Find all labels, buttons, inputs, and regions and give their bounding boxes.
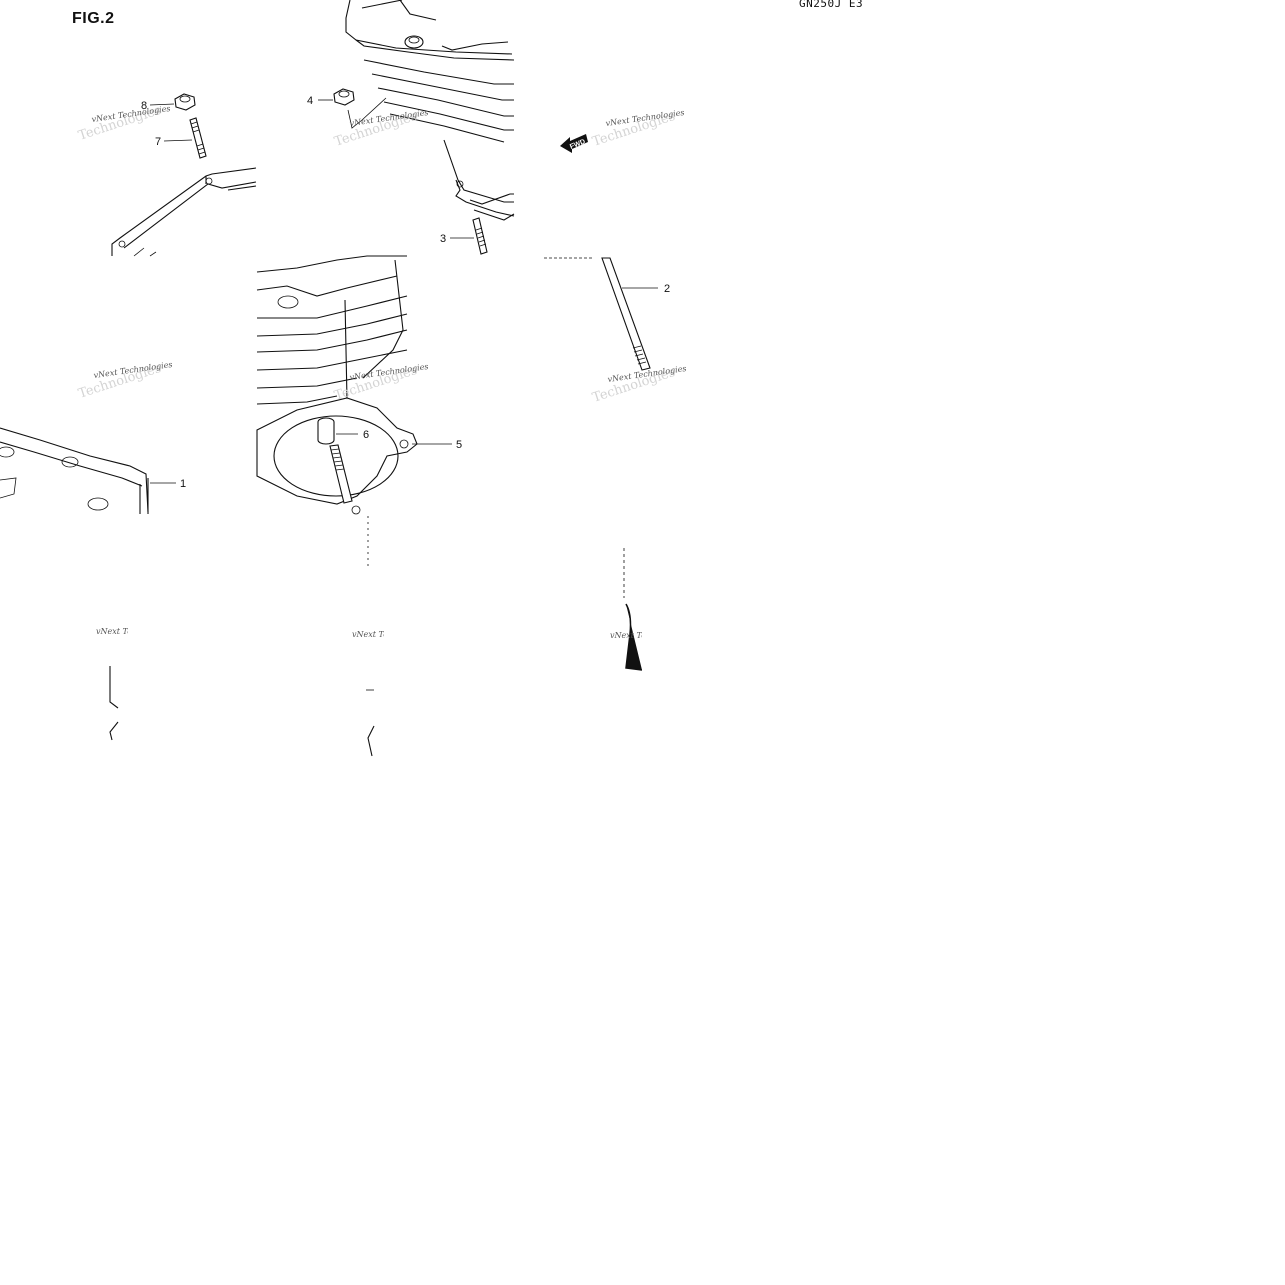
- dowel-pin-icon: [317, 417, 335, 445]
- cylinder-icon: [111, 167, 257, 257]
- long-stud-icon: [601, 257, 651, 371]
- callout-6: 6: [363, 429, 369, 441]
- callout-3: 3: [440, 233, 446, 245]
- stud-bolt-icon: [329, 444, 353, 504]
- callout-8: 8: [141, 100, 147, 112]
- svg-text:vNext Technologies: vNext Technologies: [610, 631, 689, 640]
- svg-text:vNext Technologies: vNext Technologies: [96, 627, 175, 636]
- callout-5: 5: [456, 439, 462, 451]
- leader-line-7: [163, 139, 193, 142]
- stud-bolt-icon: [189, 117, 207, 159]
- callout-1: 1: [180, 478, 186, 490]
- stud-bolt-icon: [472, 217, 488, 255]
- cylinder-icon: [345, 0, 515, 221]
- figure-label: FIG.2: [72, 10, 115, 27]
- nut-icon: [174, 93, 196, 111]
- callout-7: 7: [155, 136, 161, 148]
- svg-text:vNext Technologies: vNext Technologies: [352, 630, 431, 639]
- callout-4: 4: [307, 95, 313, 107]
- watermark: vNext Technologies vNext Technologies vN…: [96, 627, 689, 640]
- leader-line-8: [149, 103, 175, 106]
- cylinder-icon: [0, 427, 149, 514]
- svg-text:FWD: FWD: [569, 138, 586, 150]
- cylinder-icon: [256, 255, 408, 405]
- leader-line-4b: [347, 97, 387, 129]
- fwd-arrow-icon: FWD: [560, 134, 588, 153]
- nut-icon: [333, 88, 355, 106]
- callout-2: 2: [664, 283, 670, 295]
- cylinder-icon: [109, 516, 643, 757]
- model-code: GN250J E3: [799, 0, 864, 10]
